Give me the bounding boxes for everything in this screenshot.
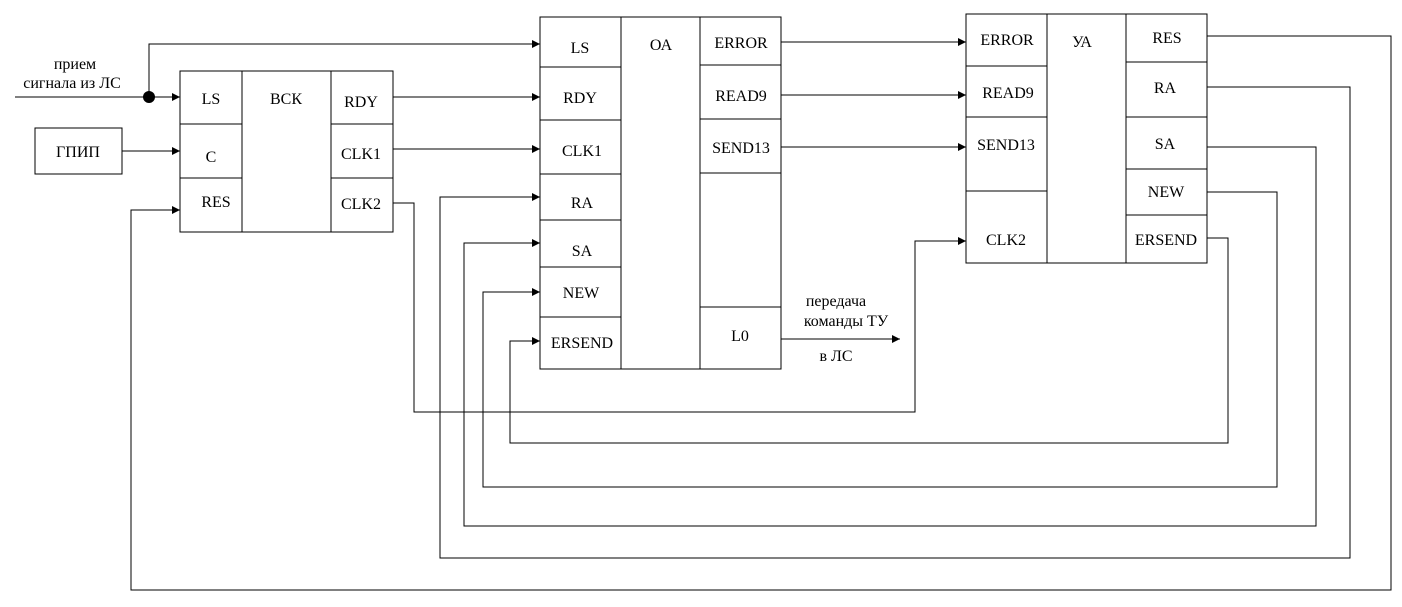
ua-block: УА ERROR READ9 SEND13 CLK2 RES RA SA NEW… (965, 13, 1208, 264)
vsk-in-res: RES (201, 194, 230, 211)
wire-ua-new-to-oa-new (482, 191, 1278, 488)
oa-block: ОА LS RDY CLK1 RA SA NEW ERSEND ERROR RE… (539, 16, 782, 370)
wire-vsk-clk2-to-ua-clk2 (393, 202, 966, 413)
ua-out-res: RES (1152, 30, 1181, 47)
wire-input-to-oa-ls (148, 40, 540, 97)
oa-out-read9: READ9 (715, 88, 767, 105)
oa-in-new: NEW (563, 285, 600, 302)
ua-in-error: ERROR (980, 32, 1034, 49)
vsk-out-clk1: CLK1 (341, 146, 381, 163)
wires (15, 35, 1392, 591)
oa-in-sa: SA (572, 243, 593, 260)
wire-ua-ersend-to-oa-ersend (509, 237, 1229, 444)
gpi-label: ГПИП (56, 144, 100, 161)
ua-out-sa: SA (1155, 136, 1176, 153)
vsk-in-ls: LS (202, 91, 221, 108)
oa-in-rdy: RDY (563, 90, 597, 107)
oa-in-ls: LS (571, 40, 590, 57)
oa-in-clk1: CLK1 (562, 143, 602, 160)
vsk-in-c: C (206, 149, 217, 166)
input-signal-label: прием сигнала из ЛС (23, 56, 121, 92)
oa-in-ersend: ERSEND (551, 335, 613, 352)
oa-out-send13: SEND13 (712, 140, 770, 157)
oa-title: ОА (650, 37, 673, 54)
ua-in-read9: READ9 (982, 85, 1034, 102)
ua-in-send13: SEND13 (977, 137, 1035, 154)
output-signal-line1: передача (806, 293, 866, 310)
vsk-block: ВСК LS C RES RDY CLK1 CLK2 (179, 70, 394, 233)
wire-ua-res-to-vsk-res (130, 35, 1392, 591)
oa-out-l0: L0 (731, 328, 749, 345)
junction-dot (143, 91, 155, 103)
output-signal-label: передача команды ТУ в ЛС (804, 293, 889, 365)
gpi-block: ГПИП (34, 127, 123, 175)
ua-in-clk2: CLK2 (986, 232, 1026, 249)
wire-ua-sa-to-oa-sa (463, 146, 1317, 527)
oa-out-error: ERROR (714, 35, 768, 52)
vsk-out-clk2: CLK2 (341, 196, 381, 213)
wire-ua-ra-to-oa-ra (439, 86, 1351, 559)
vsk-out-rdy: RDY (344, 94, 378, 111)
oa-in-ra: RA (571, 195, 594, 212)
output-signal-line3: в ЛС (819, 348, 852, 365)
ua-title: УА (1072, 34, 1092, 51)
ua-out-ra: RA (1154, 80, 1177, 97)
ua-out-ersend: ERSEND (1135, 232, 1197, 249)
vsk-title: ВСК (270, 91, 302, 108)
input-signal-line2: сигнала из ЛС (23, 75, 121, 92)
output-signal-line2: команды ТУ (804, 313, 889, 330)
ua-out-new: NEW (1148, 184, 1185, 201)
input-signal-line1: прием (54, 56, 96, 73)
